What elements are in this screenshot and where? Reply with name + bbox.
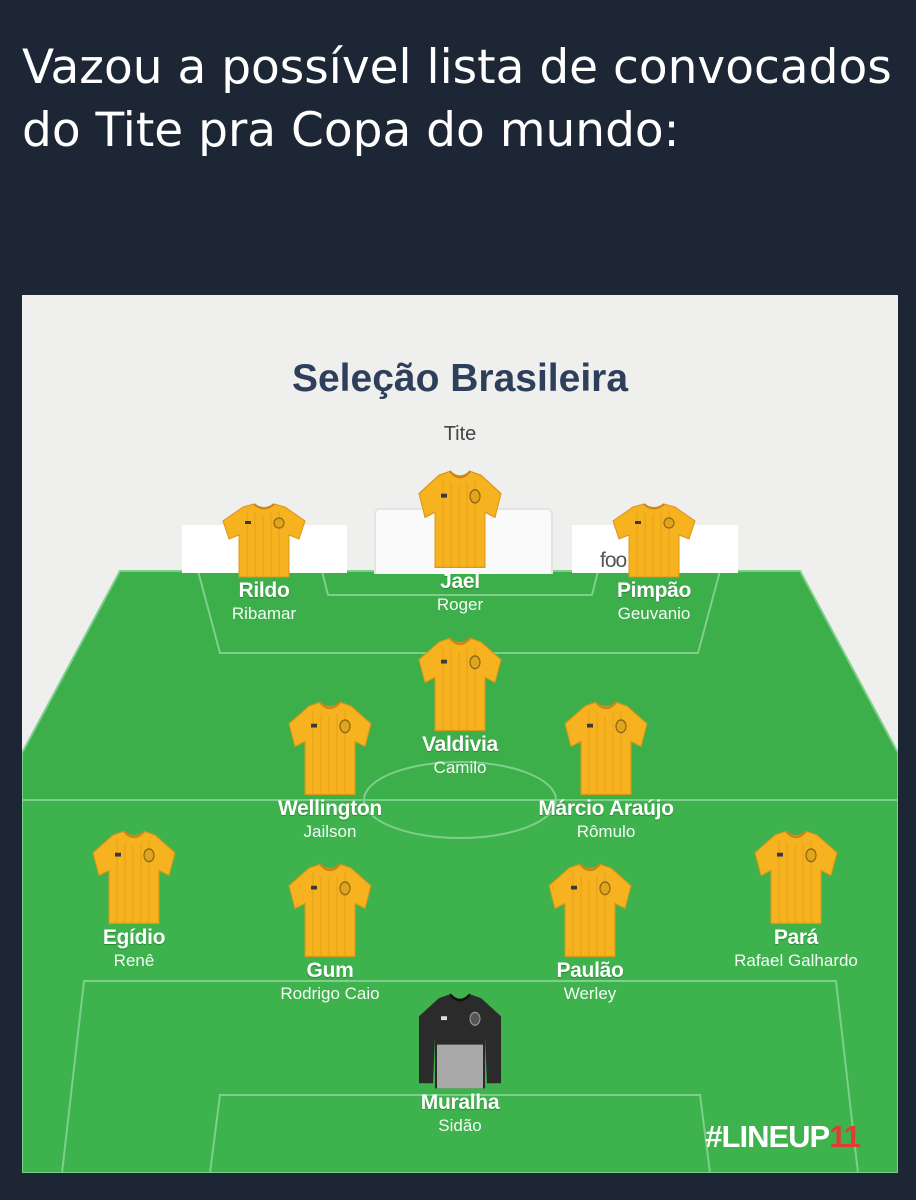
- football-pitch: [22, 570, 898, 1173]
- shirt-icon: [547, 863, 633, 958]
- goalkeeper-shirt-icon: [417, 993, 503, 1090]
- tweet-text: Vazou a possível lista de convocados do …: [22, 40, 892, 158]
- player-valdivia[interactable]: Valdivia Camilo: [360, 637, 560, 779]
- player-paulao[interactable]: Paulão Werley: [490, 863, 690, 1005]
- player-pimpao[interactable]: Pimpão Geuvanio: [554, 503, 754, 625]
- shirt-icon: [91, 830, 177, 925]
- shirt-icon: [222, 503, 306, 578]
- shirt-icon: [563, 701, 649, 796]
- player-nickname: Geuvanio: [617, 604, 691, 623]
- player-name: Wellington: [278, 797, 382, 820]
- player-name: Paulão: [556, 959, 624, 982]
- player-name: Gum: [306, 959, 354, 982]
- player-para[interactable]: Pará Rafael Galhardo: [696, 830, 896, 972]
- player-name: Pará: [773, 926, 819, 949]
- player-wellington[interactable]: Wellington Jailson: [230, 701, 430, 843]
- player-nickname: Rafael Galhardo: [734, 951, 858, 970]
- brand-text: #LINEUP: [705, 1119, 830, 1154]
- player-nickname: Sidão: [438, 1116, 482, 1135]
- player-name: Egídio: [102, 926, 166, 949]
- player-egidio[interactable]: Egídio Renê: [34, 830, 234, 972]
- team-title: Seleção Brasileira: [291, 357, 629, 400]
- player-muralha[interactable]: Muralha Sidão: [360, 993, 560, 1137]
- shirt-icon: [753, 830, 839, 925]
- brand-number: 11: [829, 1119, 861, 1154]
- shirt-icon: [417, 470, 503, 569]
- player-nickname: Renê: [113, 951, 155, 970]
- lineup11-logo: #LINEUP11: [705, 1119, 861, 1155]
- player-nickname: Camilo: [433, 758, 487, 777]
- player-marcio-araujo[interactable]: Márcio Araújo Rômulo: [506, 701, 706, 843]
- player-rildo[interactable]: Rildo Ribamar: [164, 503, 364, 625]
- coach-name: Tite: [443, 423, 477, 445]
- shirt-icon: [287, 701, 373, 796]
- player-nickname: Rodrigo Caio: [280, 984, 380, 1003]
- player-nickname: Roger: [436, 595, 484, 614]
- player-name: Valdivia: [422, 733, 498, 756]
- player-nickname: Jailson: [303, 822, 357, 841]
- player-name: Pimpão: [616, 579, 692, 602]
- player-name: Márcio Araújo: [538, 797, 674, 820]
- shirt-icon: [287, 863, 373, 958]
- lineup-image[interactable]: foosilo Seleção Brasileira Tite Rildo Ri…: [22, 295, 898, 1173]
- player-jael[interactable]: Jael Roger: [360, 470, 560, 616]
- player-name: Rildo: [238, 579, 290, 602]
- player-nickname: Rômulo: [576, 822, 636, 841]
- player-name: Jael: [440, 570, 480, 593]
- sponsor-text-a: foo: [600, 549, 627, 572]
- shirt-icon: [612, 503, 696, 578]
- player-gum[interactable]: Gum Rodrigo Caio: [230, 863, 430, 1005]
- player-nickname: Werley: [563, 984, 617, 1003]
- player-name: Muralha: [420, 1091, 500, 1114]
- player-nickname: Ribamar: [231, 604, 297, 623]
